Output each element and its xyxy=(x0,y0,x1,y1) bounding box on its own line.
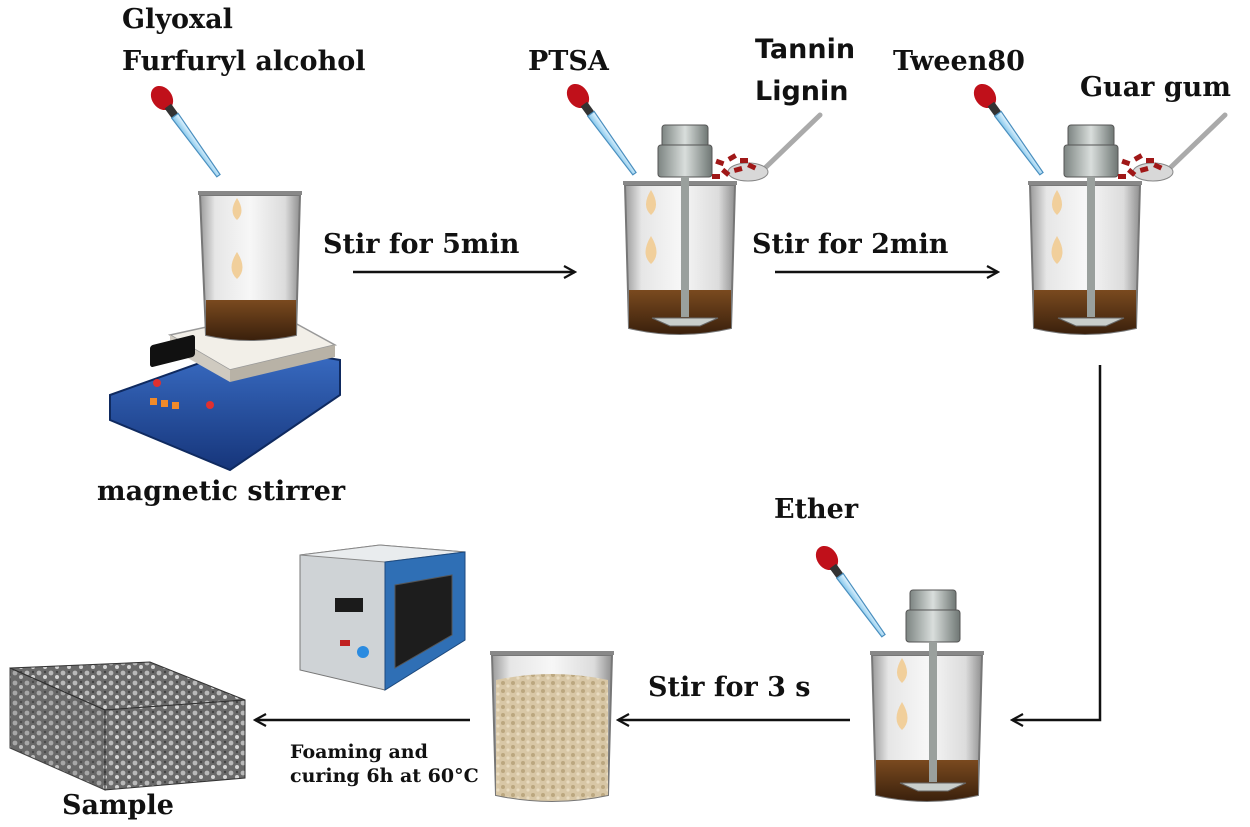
dropper-2-icon xyxy=(566,83,637,176)
foaming-line-2: curing 6h at 60°C xyxy=(290,765,479,787)
magnetic-stirrer-label: magnetic stirrer xyxy=(97,476,346,507)
sample-block-icon xyxy=(9,661,246,791)
beaker-2-icon xyxy=(623,181,737,335)
step-stir-3s-label: Stir for 3 s xyxy=(648,672,811,703)
reagent-glyoxal-label: Glyoxal xyxy=(122,4,233,35)
reagent-lignin-label: Lignin xyxy=(755,76,849,107)
oven-icon xyxy=(299,544,466,691)
drop-icon xyxy=(232,198,242,220)
reagent-ptsa-label: PTSA xyxy=(528,46,609,77)
beaker-4-icon xyxy=(870,651,984,802)
reagent-tannin-label: Tannin xyxy=(755,34,856,65)
drop-icon xyxy=(231,252,243,279)
dropper-4-icon xyxy=(815,545,886,638)
reagent-guar-gum-label: Guar gum xyxy=(1080,72,1231,103)
overhead-stirrer-2-icon xyxy=(651,124,719,327)
reagent-furfuryl-alcohol-label: Furfuryl alcohol xyxy=(122,46,366,77)
beaker-3-icon xyxy=(1028,181,1142,335)
step-stir-2min-label: Stir for 2min xyxy=(752,229,949,260)
overhead-stirrer-3-icon xyxy=(1057,124,1125,327)
overhead-stirrer-4-icon xyxy=(899,589,967,792)
dropper-1-icon xyxy=(150,85,221,178)
step-stir-5min-label: Stir for 5min xyxy=(323,229,520,260)
foaming-line-1: Foaming and xyxy=(290,741,428,763)
beaker-1-icon xyxy=(198,191,302,341)
foam-beaker-icon xyxy=(490,651,614,802)
reagent-tween80-label: Tween80 xyxy=(893,46,1025,77)
spoon-powder-3-icon xyxy=(1118,112,1228,182)
arrow-step3-to-step4 xyxy=(1012,365,1102,720)
dropper-3-icon xyxy=(973,83,1044,176)
step-foaming-curing-label: Foaming and curing 6h at 60°C xyxy=(290,740,490,788)
reagent-ether-label: Ether xyxy=(774,494,859,525)
sample-label: Sample xyxy=(62,790,174,821)
spoon-powder-2-icon xyxy=(712,112,823,182)
